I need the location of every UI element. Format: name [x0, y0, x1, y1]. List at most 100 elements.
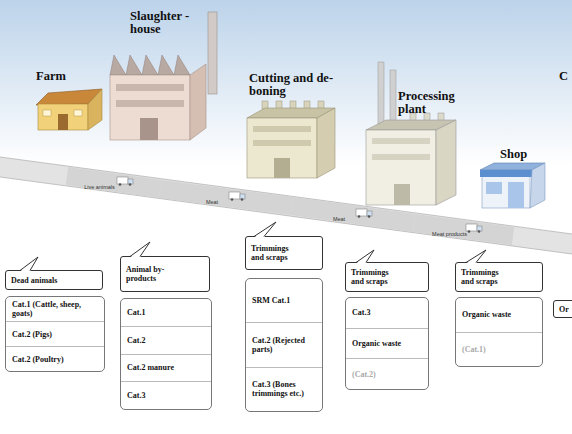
farm-wall	[38, 104, 88, 130]
shop-window	[486, 182, 502, 194]
flow-label: Meat	[333, 216, 345, 222]
building-label: Farm	[36, 70, 80, 83]
truck	[466, 224, 482, 233]
category-item: Cat.2 (Rejected parts)	[246, 322, 322, 366]
truck-wheel	[468, 230, 471, 233]
category-item: (Cat.2)	[346, 358, 428, 389]
callout-box: Trimmings and scraps	[455, 262, 543, 292]
category-item: (Cat.1)	[456, 332, 542, 367]
category-list-box: Cat.3Organic waste(Cat.2)	[345, 297, 429, 390]
truck-wheel	[478, 230, 481, 233]
road-segment	[292, 206, 414, 223]
farm-window	[43, 110, 51, 116]
truck-wheel	[129, 183, 132, 186]
category-item: Cat.2	[121, 326, 211, 354]
sky	[0, 0, 572, 165]
window-band	[116, 100, 184, 107]
slaughterhouse-side	[190, 64, 206, 140]
sawtooth-roof	[158, 55, 174, 75]
truck-body	[229, 192, 240, 199]
road-segment	[160, 189, 292, 206]
callout-tail	[356, 250, 374, 264]
shop-wall	[482, 176, 530, 208]
building-node: Slaughter -house	[108, 10, 212, 189]
farm-window	[74, 110, 82, 116]
building-label: C	[559, 70, 568, 83]
window-band	[253, 140, 311, 146]
building-label: Slaughter -house	[130, 10, 190, 36]
category-item: Cat.1 (Cattle, sheep, goats)	[6, 297, 104, 321]
sawtooth-roof	[142, 55, 158, 75]
building-label: Processing plant	[398, 90, 466, 116]
gate	[394, 184, 410, 205]
road-band	[0, 157, 572, 254]
callout-heading: Trimmings and scraps	[251, 244, 301, 262]
slaughterhouse-wall	[110, 75, 190, 140]
callout-heading: Trimmings and scraps	[351, 268, 401, 286]
sawtooth-roof	[126, 55, 142, 75]
road-edge	[0, 177, 572, 254]
category-list-box: Organic waste(Cat.1)	[455, 297, 543, 367]
shop-door	[508, 182, 524, 208]
chimney	[390, 70, 396, 124]
category-list-box: Cat.1Cat.2Cat.2 manureCat.3	[120, 298, 212, 410]
flow-label: Meat	[206, 199, 218, 205]
callout-box: Trimmings and scraps	[245, 236, 323, 270]
callout-heading: Or	[559, 305, 569, 314]
truck-cab	[240, 194, 245, 199]
truck-body	[466, 224, 477, 231]
building-node: Farm	[30, 70, 104, 176]
category-list-box: SRM Cat.1Cat.2 (Rejected parts)Cat.3 (Bo…	[245, 278, 323, 412]
callout-tail	[20, 257, 38, 272]
building-label: Shop	[500, 148, 544, 161]
callout-box: Or	[553, 300, 572, 318]
callout-tail	[254, 222, 276, 238]
flow-label: Live animals	[84, 184, 115, 190]
sawtooth-roof	[110, 55, 126, 75]
callout-box: Dead animals	[5, 270, 103, 290]
farm-side	[88, 89, 102, 130]
callout-tail	[466, 250, 486, 264]
building-label: Cutting and de-boning	[249, 72, 339, 98]
category-item: Organic waste	[456, 298, 542, 332]
building-node: Cutting and de-boning	[245, 72, 339, 206]
gate	[140, 118, 158, 140]
cutting-side	[317, 108, 335, 178]
callout-tail	[130, 242, 150, 258]
truck-cab	[477, 226, 482, 231]
truck-cab	[128, 179, 133, 184]
truck	[356, 209, 372, 218]
callout-tail-outline	[20, 257, 38, 271]
cutting-wall	[247, 118, 317, 178]
road-segment	[414, 223, 513, 236]
truck-body	[117, 177, 128, 184]
category-list-box: Cat.1 (Cattle, sheep, goats)Cat.2 (Pigs)…	[5, 296, 105, 372]
category-item: Cat.2 manure	[121, 354, 211, 382]
window-band	[372, 138, 430, 144]
window-band	[372, 154, 430, 160]
road-edge	[0, 157, 572, 234]
road-segment	[67, 176, 160, 189]
category-item: Cat.1	[121, 299, 211, 326]
truck	[117, 177, 133, 186]
callout-heading: Animal by-products	[126, 265, 182, 283]
callout-box: Animal by-products	[120, 256, 210, 292]
category-item: Cat.3	[121, 381, 211, 409]
category-item: Cat.2 (Pigs)	[6, 321, 104, 346]
truck-cab	[367, 211, 372, 216]
category-item: Organic waste	[346, 328, 428, 359]
callout-heading: Dead animals	[11, 276, 57, 285]
callout-heading: Trimmings and scraps	[461, 268, 511, 286]
gate	[274, 158, 290, 178]
shop-awning	[480, 170, 532, 177]
callout-tail-outline	[356, 250, 374, 263]
truck-wheel	[368, 215, 371, 218]
category-item: SRM Cat.1	[246, 279, 322, 322]
shop-side	[530, 163, 545, 208]
